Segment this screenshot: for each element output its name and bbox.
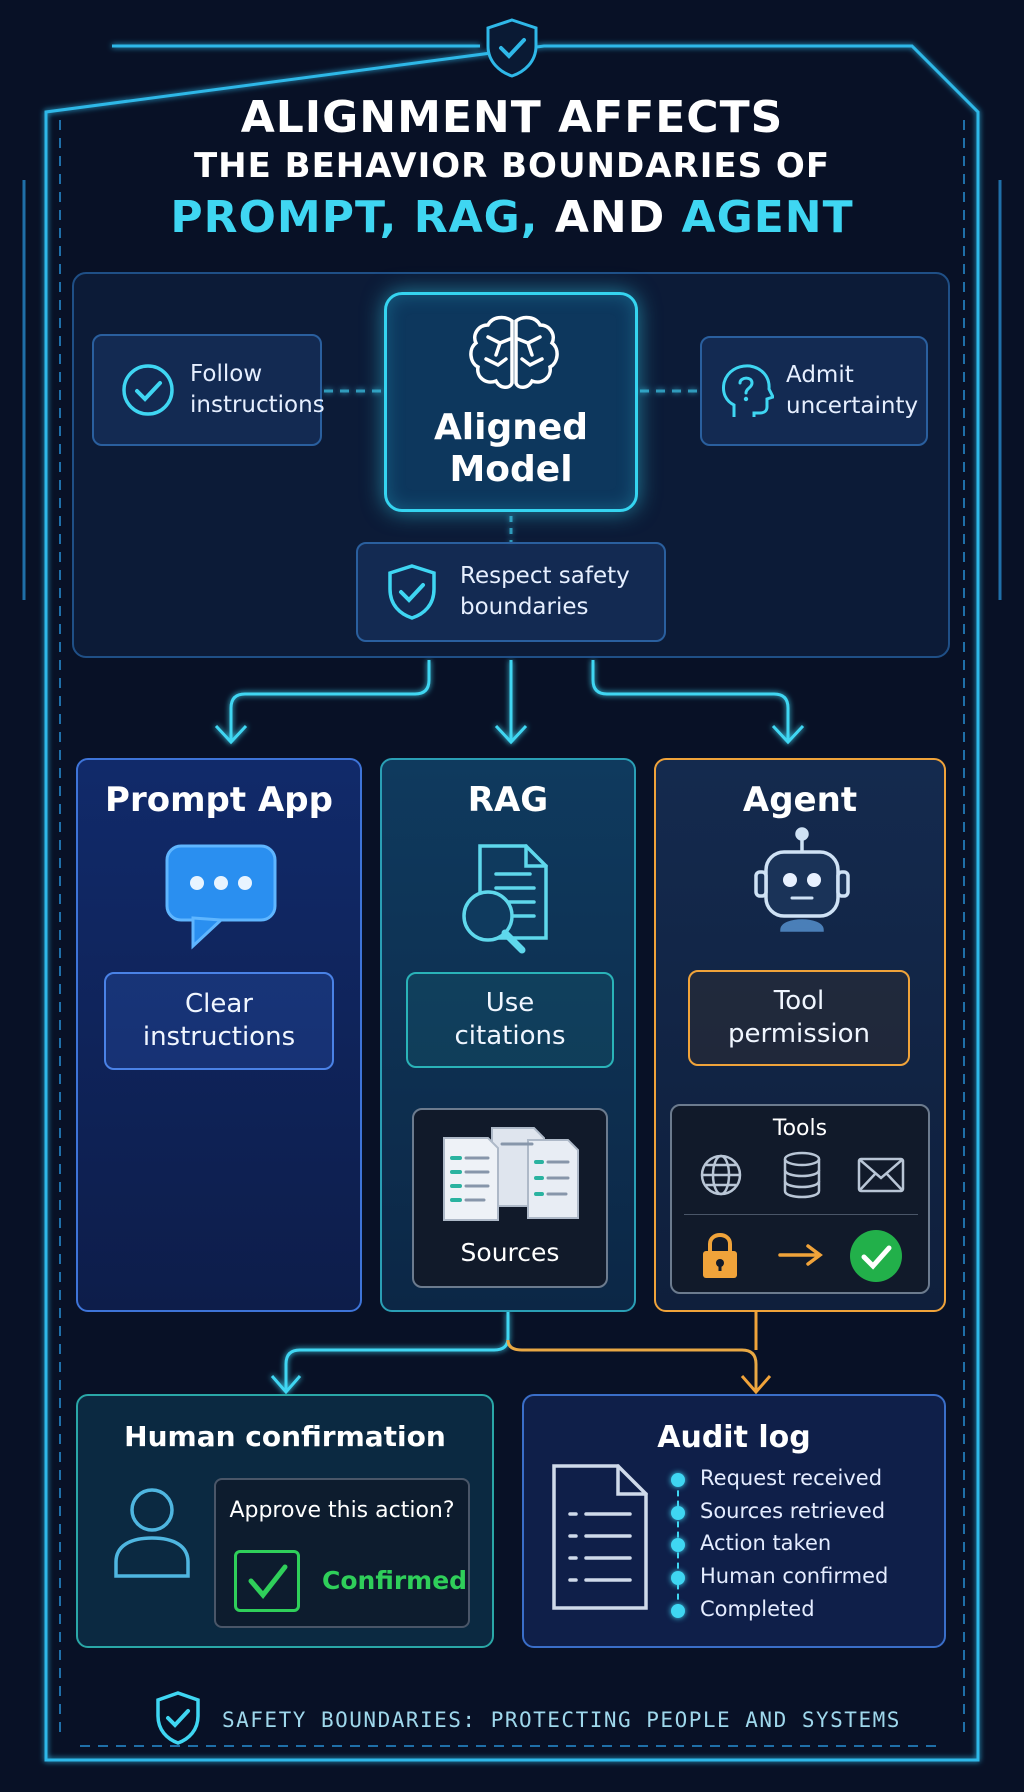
sources-label: Sources [460,1238,560,1267]
prompt-app-title: Prompt App [105,780,333,820]
robot-icon [754,827,850,932]
person-icon [114,1488,190,1578]
human-confirmation-panel: Human confirmation Approve this action? … [76,1394,494,1648]
title-line-2: THE BEHAVIOR BOUNDARIES OF [193,146,831,186]
agent-title: Agent [742,780,858,820]
audit-item-action-taken: Action taken [700,1531,832,1555]
check-badge-icon [850,1230,902,1282]
sources-box: Sources [412,1108,608,1288]
brain-icon [469,315,559,389]
approve-action-question: Approve this action? [229,1498,455,1523]
document-list-icon [552,1464,648,1610]
audit-dot-2 [671,1506,685,1520]
footer-text: SAFETY BOUNDARIES: PROTECTING PEOPLE AND… [222,1708,901,1732]
top-shield-icon [486,18,538,78]
document-search-icon [462,844,548,954]
checkmark-icon [248,1564,288,1599]
globe-icon [700,1154,742,1196]
title-line-1: ALIGNMENT AFFECTS [240,92,784,143]
audit-dot-4 [671,1571,685,1585]
arrow-right-icon [778,1244,823,1266]
title-line-3: PROMPT, RAG, AND AGENT [0,192,1024,243]
title-and: AND [554,192,666,243]
shield-check-icon [388,564,436,620]
audit-dot-1 [671,1473,685,1487]
audit-log-title: Audit log [657,1420,811,1455]
audit-item-sources-retrieved: Sources retrieved [700,1499,886,1523]
mail-icon [857,1157,905,1193]
title-prompt-rag: PROMPT, RAG, [170,192,539,243]
confirmed-label: Confirmed [322,1566,468,1595]
tools-label: Tools [772,1116,828,1141]
audit-log-panel: Audit log [522,1394,946,1648]
head-question-icon [722,364,774,417]
footer-shield-icon [156,1691,200,1745]
title-agent: AGENT [681,192,854,243]
documents-stack-icon [443,1127,579,1221]
check-circle-icon [122,364,174,416]
confirm-checkbox[interactable] [234,1550,300,1612]
audit-item-request-received: Request received [700,1466,883,1490]
approve-action-box: Approve this action? Confirmed [214,1478,470,1628]
database-icon [783,1151,821,1199]
lock-icon [703,1233,737,1278]
audit-dot-5 [671,1604,685,1618]
tools-divider [684,1214,918,1215]
human-confirmation-title: Human confirmation [124,1420,446,1453]
audit-item-completed: Completed [700,1597,815,1621]
tools-box: Tools [670,1104,930,1294]
chat-bubble-icon [165,844,277,950]
rag-title: RAG [467,780,549,820]
audit-item-human-confirmed: Human confirmed [700,1564,889,1588]
audit-dot-3 [671,1538,685,1552]
